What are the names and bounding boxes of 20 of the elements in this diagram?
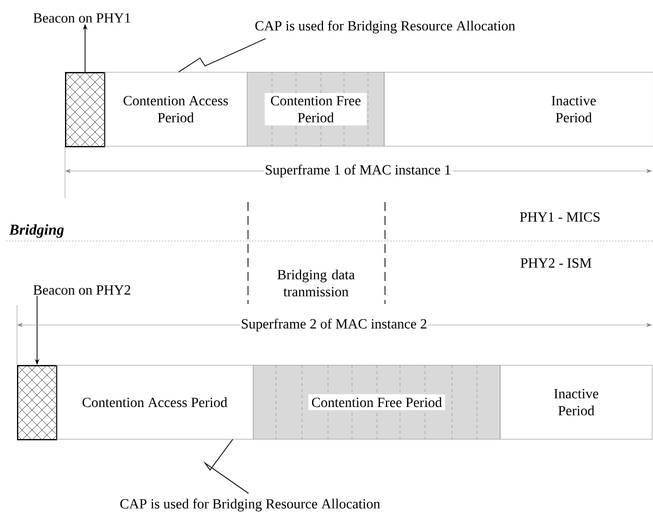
annotation-text: CAP is used for Bridging Resource Allocation	[120, 498, 380, 512]
contention-free-segment: Contention Free Period	[253, 364, 500, 440]
annotation-text: CAP is used for Bridging Resource Allocation	[255, 20, 516, 34]
contention-access-segment: Contention Access Period	[56, 365, 254, 440]
beacon-label: Beacon on PHY2	[33, 285, 130, 295]
inactive-segment: Inactive Period	[384, 72, 653, 146]
dimension-label: Superframe 2 of MAC instance 2	[240, 318, 428, 332]
dimension-label: Superframe 1 of MAC instance 1	[264, 164, 452, 178]
bridging-label: Bridging data tranmission	[278, 270, 355, 296]
lightning-leader	[203, 439, 249, 494]
beacon-slot	[65, 72, 106, 148]
contention-access-segment: Contention Access Period	[104, 72, 248, 146]
beacon-slot	[17, 365, 58, 440]
band-label: PHY1 - MICS	[520, 212, 600, 222]
section-label: Bridging	[9, 224, 64, 238]
lightning-leader	[178, 38, 266, 72]
band-label: PHY2 - ISM	[520, 258, 592, 268]
contention-free-segment: Contention Free Period	[247, 72, 384, 146]
beacon-label: Beacon on PHY1	[33, 13, 130, 23]
inactive-segment: Inactive Period	[500, 365, 652, 440]
